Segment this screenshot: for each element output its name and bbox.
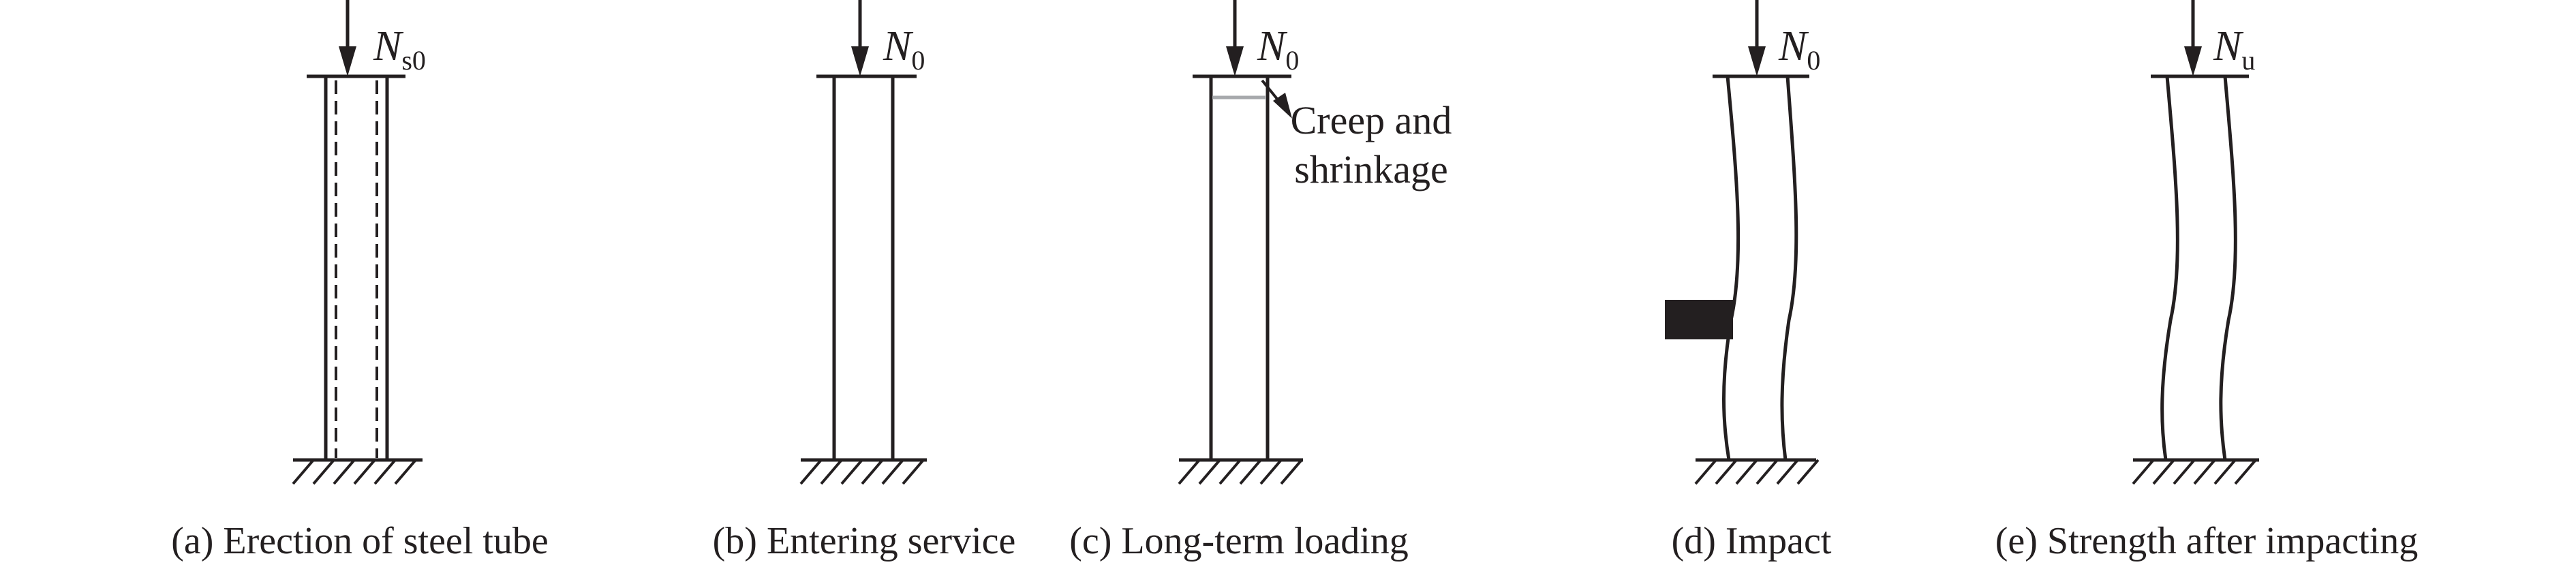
caption-c: (c) Long-term loading (1069, 520, 1409, 562)
load-arrow-head-c (1226, 46, 1244, 76)
panel-b: N0 (b) Entering service (713, 0, 1016, 562)
deformed-column-left-edge-e (2160, 76, 2179, 461)
deformed-column-right-edge-e (2219, 76, 2237, 461)
load-arrow-head-b (851, 46, 869, 76)
fixed-support-a (292, 458, 423, 485)
panel-c: N0 Creep and shrinkage (c) Long-term loa… (1069, 0, 1452, 562)
load-label-a: Ns0 (373, 23, 426, 76)
creep-shrinkage-label-line2: shrinkage (1294, 147, 1448, 191)
shrinkage-arrow-head-c (1273, 93, 1292, 119)
impactor-block (1665, 300, 1733, 339)
caption-d: (d) Impact (1672, 520, 1832, 562)
panel-d: N0 (d) Impact (1665, 0, 1832, 562)
load-label-d: N0 (1778, 23, 1820, 76)
creep-shrinkage-label-line1: Creep and (1291, 98, 1452, 142)
deformed-column-left-edge-d (1722, 76, 1741, 461)
fixed-support-d (1694, 458, 1820, 485)
load-label-e: Nu (2213, 23, 2255, 76)
load-arrow-head-e (2184, 46, 2202, 76)
fixed-support-c (1178, 458, 1303, 485)
load-arrow-head-a (339, 46, 356, 76)
deformed-column-right-edge-d (1780, 76, 1798, 461)
fixed-support-e (2132, 458, 2259, 485)
caption-b: (b) Entering service (713, 520, 1016, 562)
fixed-support-b (799, 458, 927, 485)
load-arrow-head-d (1748, 46, 1766, 76)
load-label-b: N0 (883, 23, 925, 76)
caption-e: (e) Strength after impacting (1995, 520, 2418, 562)
caption-a: (a) Erection of steel tube (171, 520, 549, 562)
panel-e: Nu (e) Strength after impacting (1995, 0, 2418, 562)
load-label-c: N0 (1257, 23, 1299, 76)
panel-a: Ns0 (a) Erection of steel tube (171, 0, 549, 562)
